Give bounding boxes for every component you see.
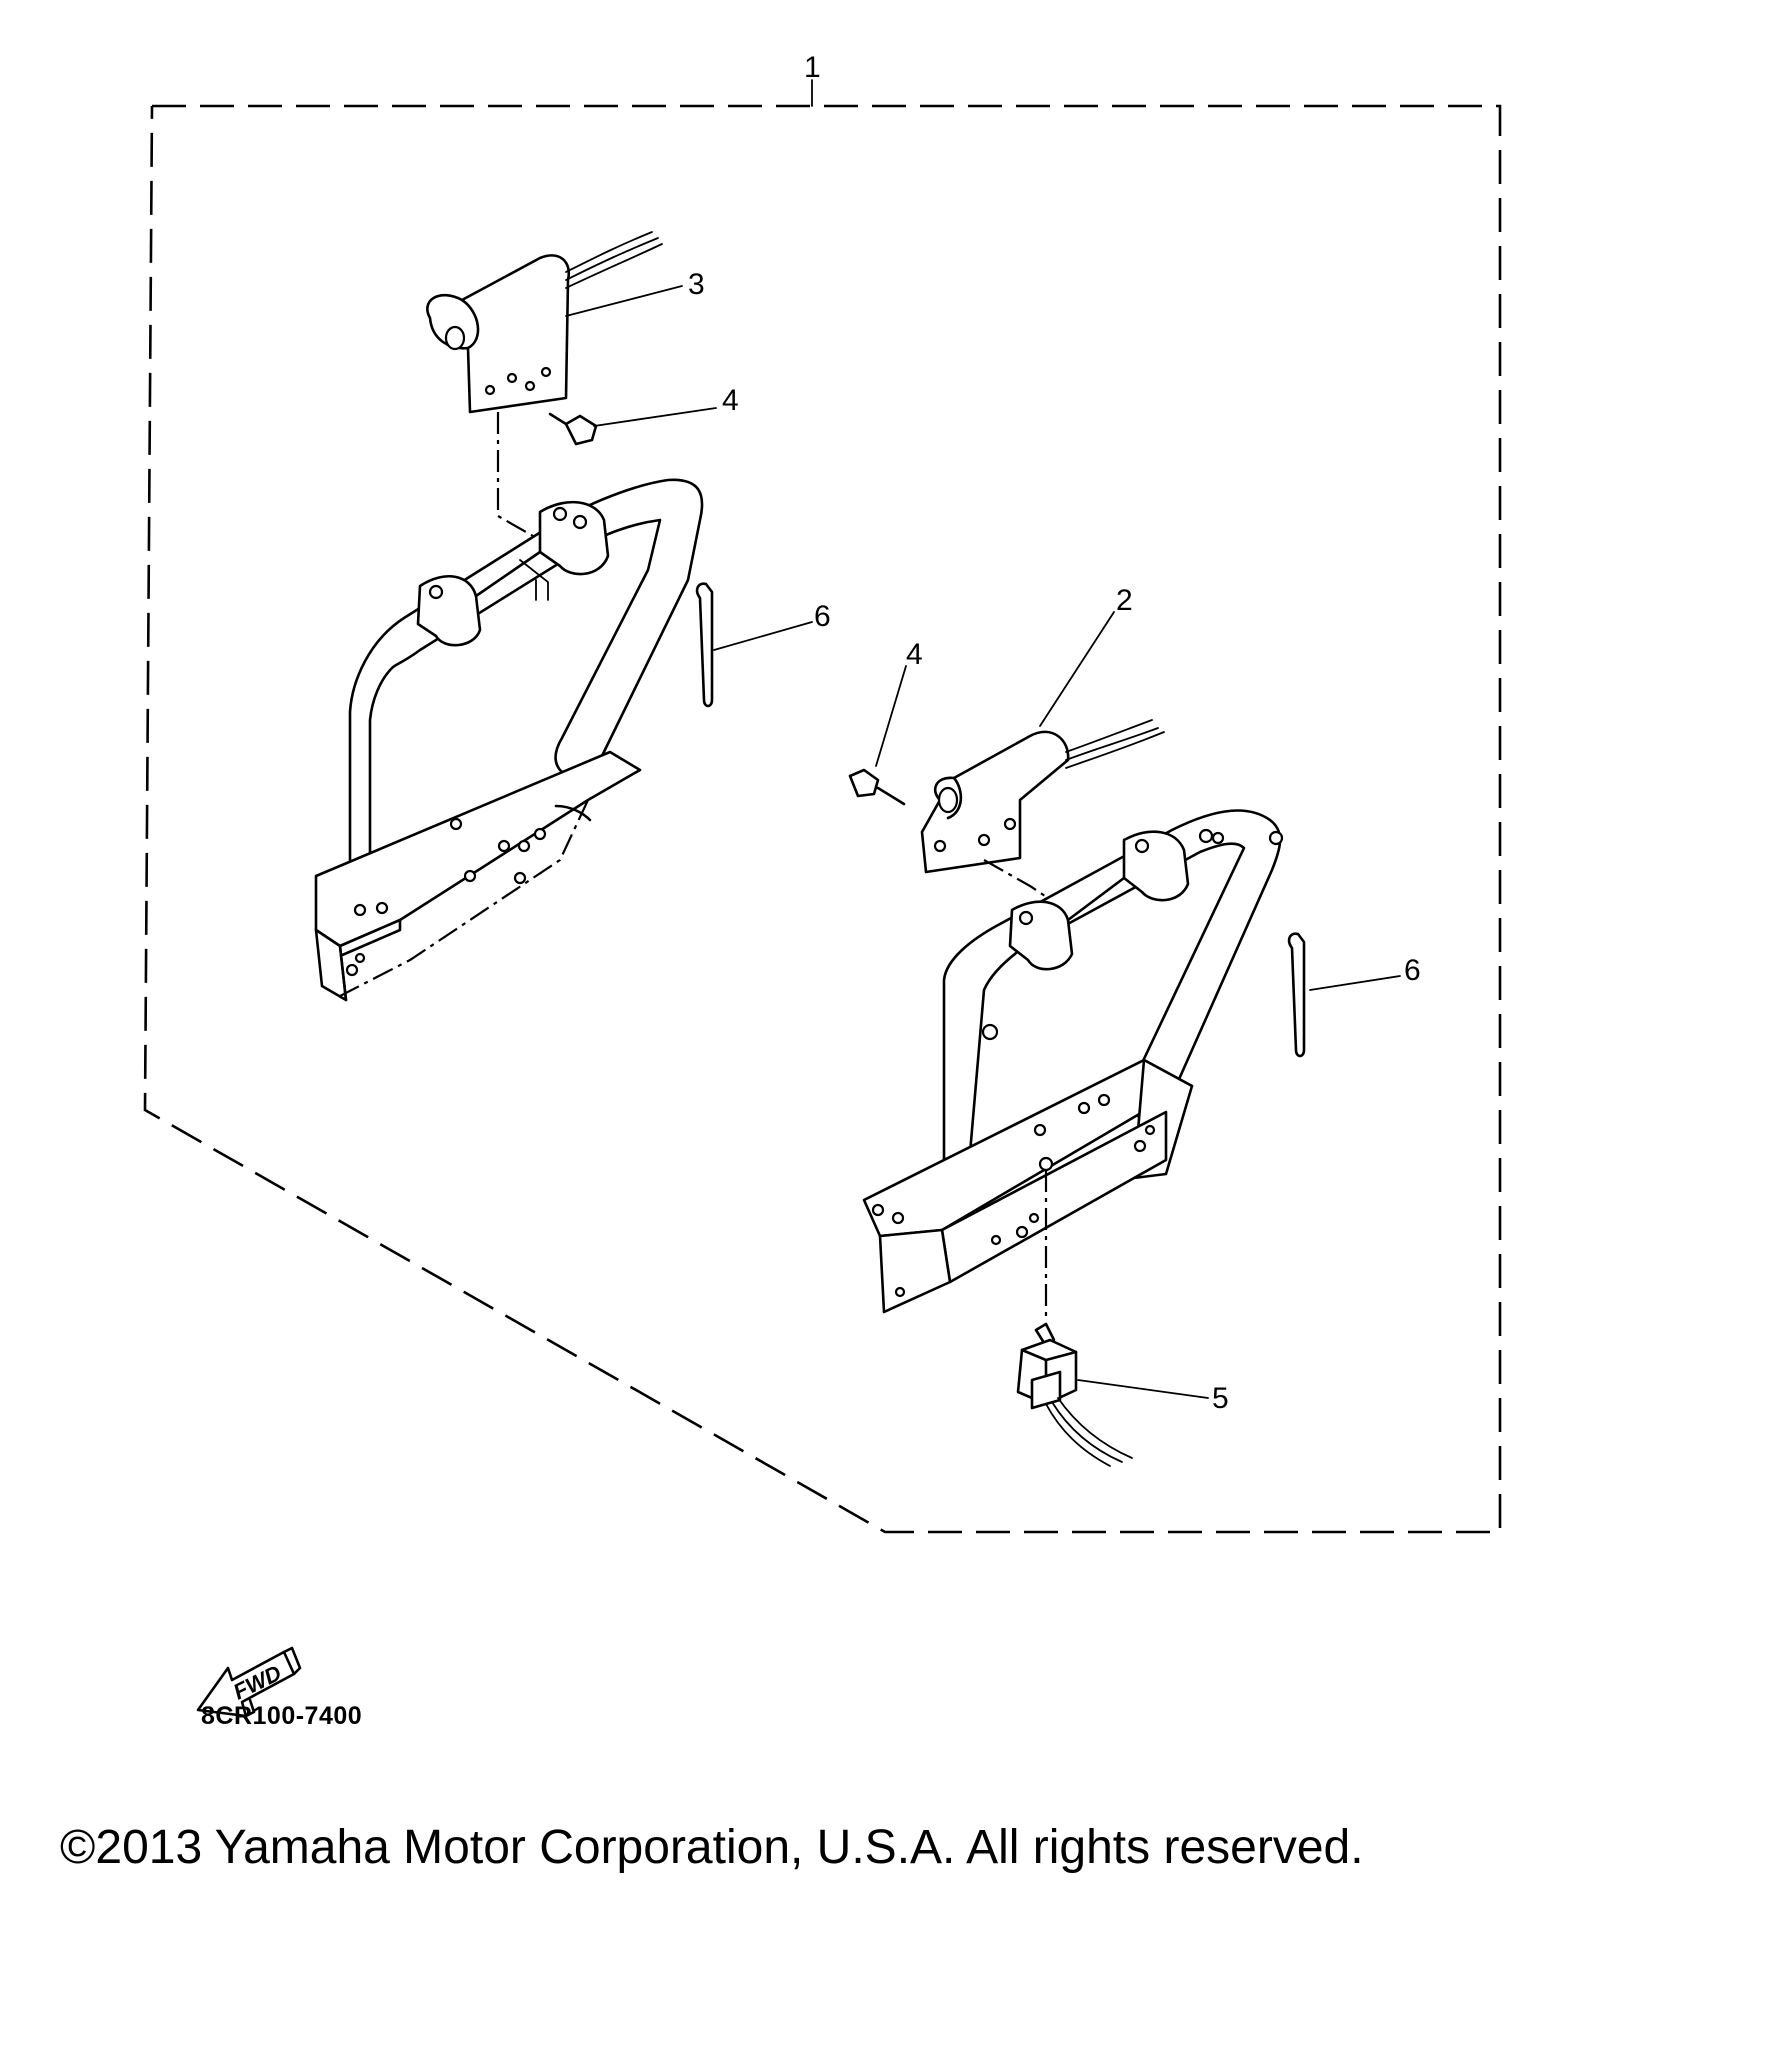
upper-bracket-assembly xyxy=(314,231,714,1002)
callout-4-lower: 4 xyxy=(906,638,923,671)
kit-boundary xyxy=(143,104,1502,1534)
diagram-reference-code: 8CR100-7400 xyxy=(201,1702,363,1730)
callout-6-upper: 6 xyxy=(814,600,831,633)
lower-bracket-assembly xyxy=(848,719,1306,1467)
callout-2: 2 xyxy=(1116,584,1133,617)
leader-lines xyxy=(565,285,1401,1399)
callout-5: 5 xyxy=(1212,1382,1229,1415)
callout-3: 3 xyxy=(688,268,705,301)
callout-6-lower: 6 xyxy=(1404,954,1421,987)
callout-4-upper: 4 xyxy=(722,384,739,417)
callout-1: 1 xyxy=(804,51,821,84)
callout-labels: 1 2 3 4 4 5 6 6 xyxy=(688,51,1421,1415)
copyright-notice: ©2013 Yamaha Motor Corporation, U.S.A. A… xyxy=(60,1821,1364,1874)
